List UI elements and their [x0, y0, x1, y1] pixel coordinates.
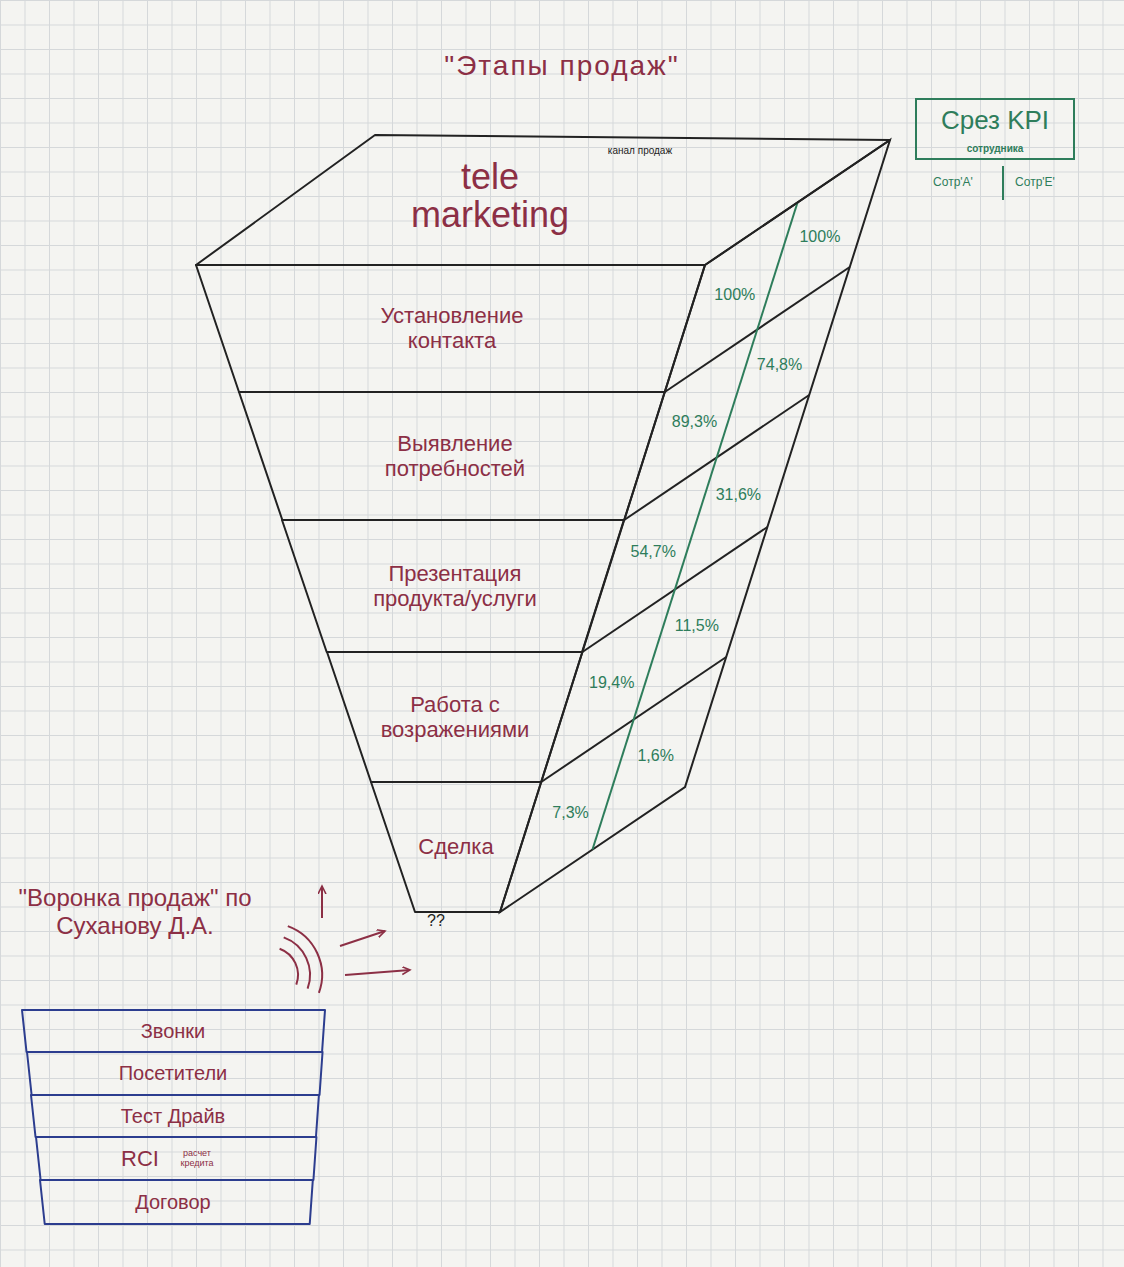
- band-shape: [36, 1137, 316, 1180]
- conversion-percent: 7,3%: [552, 804, 588, 822]
- row-note: расчет кредита: [169, 1149, 225, 1169]
- band-shape: [239, 392, 665, 520]
- pointer-arrows: [322, 886, 410, 975]
- kpi-column-divider: [1002, 166, 1004, 200]
- kpi-subheading: сотрудника: [920, 143, 1070, 155]
- row-name: Тест Драйв: [63, 1105, 283, 1128]
- band-shape: [196, 135, 890, 265]
- small-funnel-row: RCIрасчет кредита: [36, 1137, 316, 1180]
- kpi-box: Срез KPI сотрудника: [915, 98, 1075, 160]
- employee-column: Сотр'А': [933, 176, 973, 190]
- funnel-stage-band: Установление контакта: [196, 265, 705, 392]
- band-shape: [40, 1180, 313, 1224]
- channel-title: tele marketing: [395, 158, 585, 234]
- conversion-percent: 19,4%: [589, 674, 634, 692]
- conversion-percent: 31,6%: [716, 486, 761, 504]
- conversion-percent: 89,3%: [672, 413, 717, 431]
- stage-name: Выявление потребностей: [355, 431, 555, 482]
- funnel-author-note: "Воронка продаж" по Суханову Д.А.: [15, 884, 255, 939]
- small-funnel-row: Договор: [40, 1180, 313, 1224]
- conversion-percent: 11,5%: [675, 617, 719, 635]
- pointer-arrow: [321, 886, 323, 918]
- band-shape: [282, 520, 624, 652]
- stage-name: Сделка: [401, 834, 511, 859]
- funnel-top-face: tele marketingканал продаж: [196, 135, 890, 265]
- signal-arc: [284, 937, 310, 988]
- funnel-stage-band: Выявление потребностей: [239, 392, 665, 520]
- pointer-arrow: [345, 970, 410, 975]
- conversion-percent: 100%: [799, 228, 840, 246]
- stage-name: Презентация продукта/услуги: [355, 561, 555, 612]
- row-name: Посетители: [63, 1062, 283, 1085]
- employee-column: Сотр'Е': [1015, 176, 1055, 190]
- band-shape: [27, 1052, 323, 1095]
- band-shape: [327, 652, 582, 782]
- band-shape: [31, 1095, 319, 1137]
- small-funnel-row: Тест Драйв: [31, 1095, 319, 1137]
- row-name: Звонки: [63, 1020, 283, 1043]
- band-shape: [371, 782, 541, 912]
- question-mark-note: ??: [427, 912, 445, 930]
- stage-name: Работа с возражениями: [370, 692, 540, 743]
- row-name: Договор: [63, 1191, 283, 1214]
- signal-arc: [280, 949, 298, 985]
- row-name: RCI: [110, 1146, 170, 1171]
- band-shape: [22, 1010, 325, 1052]
- funnel-side-face: [500, 140, 890, 912]
- funnel-stage-band: Сделка: [371, 782, 541, 912]
- conversion-percent: 1,6%: [637, 747, 673, 765]
- conversion-percent: 100%: [714, 286, 755, 304]
- diagram-title: "Этапы продаж": [0, 50, 1124, 82]
- conversion-percent: 74,8%: [757, 356, 802, 374]
- small-funnel-row: Звонки: [22, 1010, 325, 1052]
- signal-arc: [288, 926, 322, 993]
- conversion-percent: 54,7%: [631, 543, 676, 561]
- pointer-arrow: [340, 931, 385, 946]
- kpi-heading: Срез KPI: [920, 106, 1070, 136]
- stage-name: Установление контакта: [352, 303, 552, 354]
- signal-arcs: [280, 926, 322, 993]
- channel-note: канал продаж: [585, 145, 695, 157]
- funnel-stage-band: Работа с возражениями: [327, 652, 582, 782]
- funnel-stage-band: Презентация продукта/услуги: [282, 520, 624, 652]
- band-outline: [36, 1137, 316, 1180]
- small-funnel-row: Посетители: [27, 1052, 323, 1095]
- band-shape: [196, 265, 705, 392]
